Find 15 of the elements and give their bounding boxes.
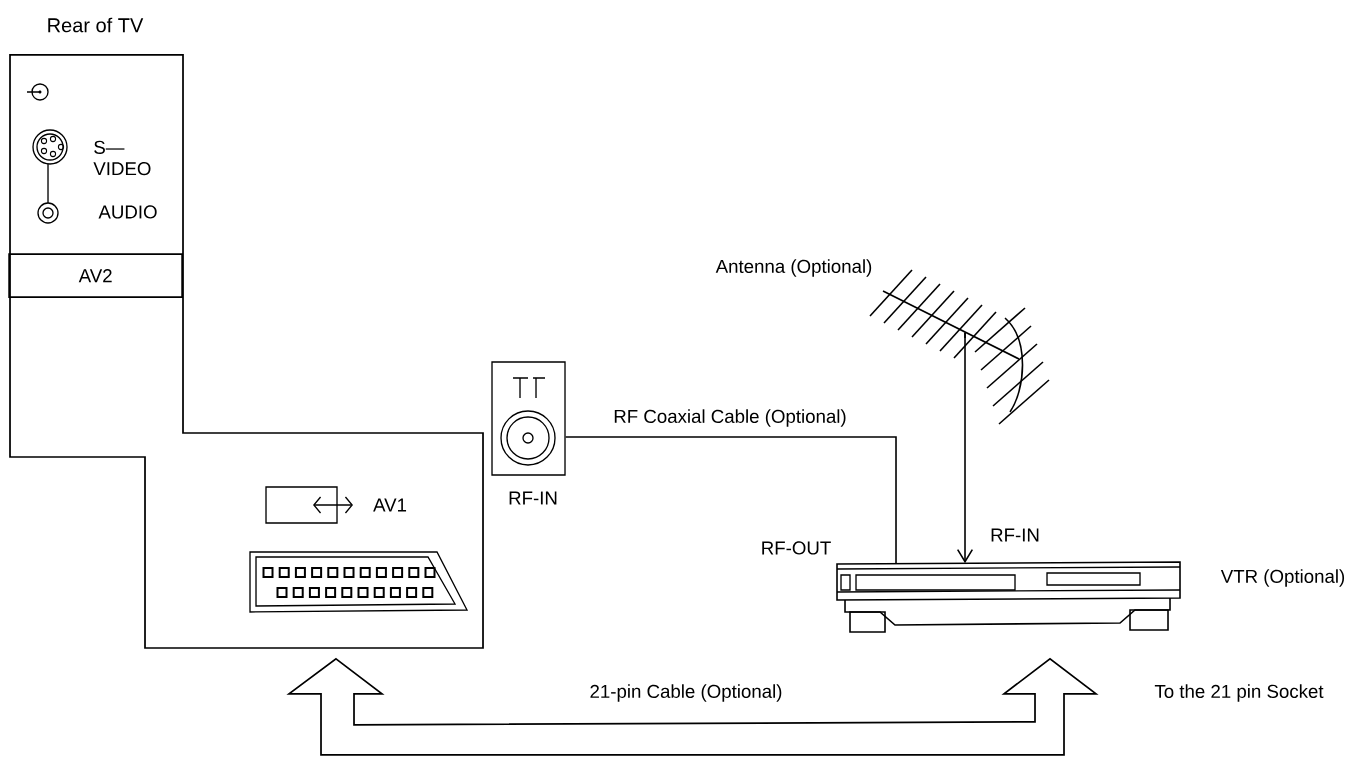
edge-label: 21-pin Cable (Optional) [586,681,786,705]
edge-label: RF Coaxial Cable (Optional) [610,406,850,430]
connector-label: To the 21 pin Socket [1154,684,1324,702]
connector-label: AUDIO [98,205,157,219]
connector-label: RF-IN [991,528,1039,542]
antenna-label: Antenna (Optional) [715,259,872,277]
vtr-label: VTR (Optional) [1220,569,1345,587]
heading: Rear of TV [48,17,144,33]
band: AV2 [8,253,183,298]
cable [564,436,897,564]
connector-label: S— VIDEO [93,140,151,176]
connector-label: AV1 [373,498,407,512]
socket-label: RF-IN [509,491,557,505]
connector-label: RF-OUT [762,541,831,555]
arrow [956,332,974,564]
